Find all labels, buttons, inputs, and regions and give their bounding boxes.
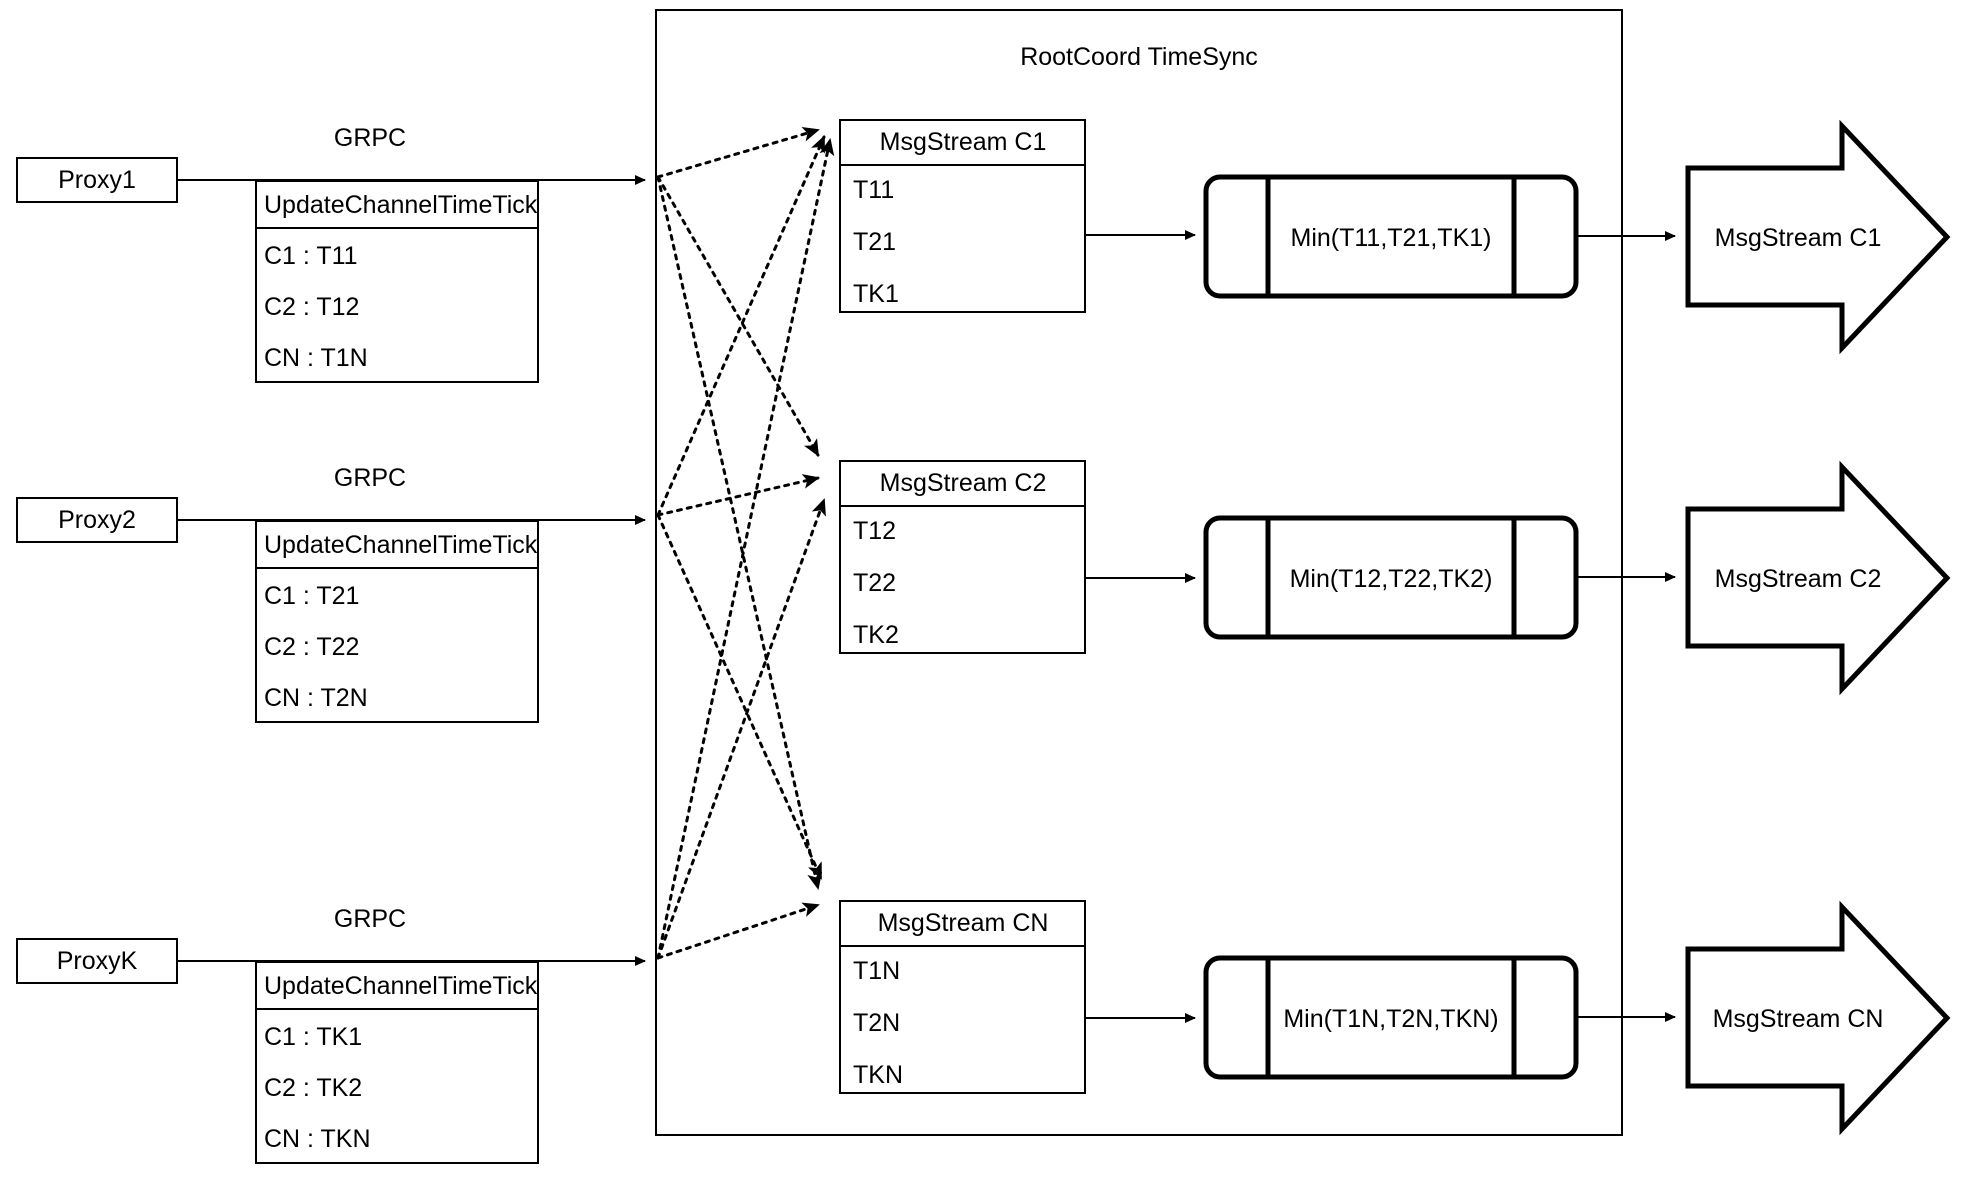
grpc-label-1: GRPC	[334, 124, 406, 152]
fanout-edge-p1-c1	[656, 127, 820, 179]
proxy-box-3[interactable]	[16, 938, 178, 984]
msgstream-row-1-2: TK1	[853, 280, 899, 308]
proxy-label-1: Proxy1	[58, 166, 136, 194]
msgstream-header-1: MsgStream C1	[880, 128, 1047, 156]
msgstream-header-3: MsgStream CN	[878, 909, 1049, 937]
proxy-label-3: ProxyK	[57, 947, 138, 975]
channel-3: MsgStream CN T1N T2N TKN Min(T1N,T2N,TKN…	[839, 900, 1951, 1136]
timetick-row-3-2: CN : TKN	[264, 1125, 371, 1153]
timetick-row-3-0: C1 : TK1	[264, 1023, 362, 1051]
proxy-box-1[interactable]	[16, 157, 178, 203]
msgstream-box-3	[839, 900, 1086, 1094]
fanout-edge-p1-c2	[656, 175, 820, 457]
timetick-table-1	[255, 180, 539, 383]
timetick-row-1-0: C1 : T11	[264, 242, 358, 270]
timetick-row-3-1: C2 : TK2	[264, 1074, 362, 1102]
grpc-label-2: GRPC	[334, 464, 406, 492]
timetick-table-3	[255, 961, 539, 1164]
msgstream-row-3-0: T1N	[853, 957, 900, 985]
timetick-row-2-2: CN : T2N	[264, 684, 368, 712]
fanout-edge-p2-c2	[656, 474, 820, 517]
msgstream-header-2: MsgStream C2	[880, 469, 1047, 497]
min-label-3: Min(T1N,T2N,TKN)	[1283, 1005, 1498, 1033]
msgstream-row-3-2: TKN	[853, 1061, 903, 1089]
msgstream-box-1	[839, 119, 1086, 313]
output-label-1: MsgStream C1	[1715, 224, 1882, 252]
msgstream-row-3-1: T2N	[853, 1009, 900, 1037]
msgstream-box-2	[839, 460, 1086, 654]
fanout-edge-p1-cn	[656, 175, 823, 890]
msgstream-row-2-2: TK2	[853, 621, 899, 649]
timetick-header-1: UpdateChannelTimeTick	[264, 191, 538, 219]
timetick-row-1-2: CN : T1N	[264, 344, 368, 372]
timetick-row-2-0: C1 : T21	[264, 582, 359, 610]
proxy-row-1: Proxy1 GRPC UpdateChannelTimeTick C1 : T…	[16, 124, 646, 383]
grpc-label-3: GRPC	[334, 905, 406, 933]
fanout-edge-p2-c1	[656, 135, 826, 517]
channel-2: MsgStream C2 T12 T22 TK2 Min(T12,T22,TK2…	[839, 460, 1951, 696]
timetick-table-2	[255, 520, 539, 723]
proxy-label-2: Proxy2	[58, 506, 136, 534]
msgstream-row-2-1: T22	[853, 569, 896, 597]
output-label-2: MsgStream C2	[1715, 565, 1882, 593]
msgstream-row-1-1: T21	[853, 228, 896, 256]
timetick-row-1-1: C2 : T12	[264, 293, 359, 321]
fanout-edge-pk-cn	[656, 902, 820, 960]
output-arrow-shape-3	[1685, 900, 1951, 1136]
output-arrow-shape-2	[1685, 460, 1951, 696]
msgstream-row-2-0: T12	[853, 517, 896, 545]
timetick-header-3: UpdateChannelTimeTick	[264, 972, 538, 1000]
min-label-2: Min(T12,T22,TK2)	[1290, 565, 1493, 593]
container-title: RootCoord TimeSync	[1020, 43, 1258, 71]
min-label-1: Min(T11,T21,TK1)	[1291, 224, 1492, 252]
fanout-edge-p2-cn	[656, 513, 823, 880]
timetick-header-2: UpdateChannelTimeTick	[264, 531, 538, 559]
timetick-row-2-1: C2 : T22	[264, 633, 359, 661]
proxy-row-3: ProxyK GRPC UpdateChannelTimeTick C1 : T…	[16, 905, 646, 1164]
msgstream-row-1-0: T11	[853, 176, 894, 204]
fanout-edge-pk-c1	[656, 138, 835, 960]
fanout-edge-pk-c2	[656, 498, 826, 960]
channel-1: MsgStream C1 T11 T21 TK1 Min(T11,T21,TK1…	[839, 119, 1951, 355]
proxy-row-2: Proxy2 GRPC UpdateChannelTimeTick C1 : T…	[16, 464, 646, 723]
timetick-fanout-edges	[656, 127, 835, 960]
output-arrow-shape-1	[1685, 119, 1951, 355]
output-label-3: MsgStream CN	[1713, 1005, 1884, 1033]
